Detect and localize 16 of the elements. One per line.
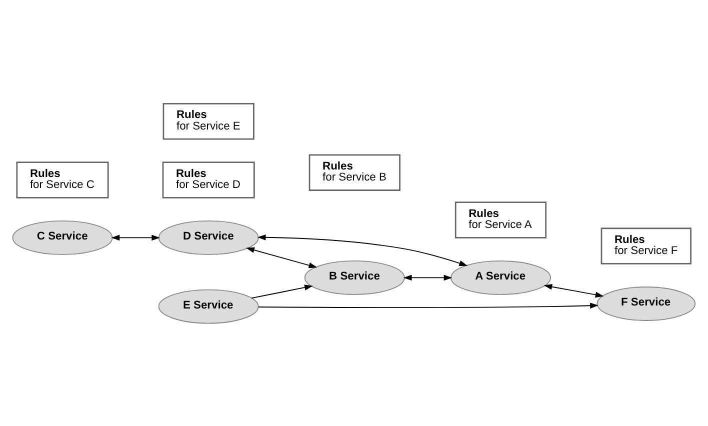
- arrow: [403, 274, 452, 280]
- node-box: Rules for Service A: [454, 201, 547, 238]
- node-ellipse: F Service: [596, 286, 696, 320]
- node-ellipse: C Service: [12, 220, 113, 254]
- node-box: Rules for Service B: [308, 154, 400, 190]
- arrow: [258, 302, 598, 308]
- node-box: Rules for Service C: [16, 161, 109, 198]
- arrow: [111, 234, 160, 240]
- node-ellipse: E Service: [158, 288, 259, 324]
- arrow: [544, 283, 604, 298]
- node-box: Rules for Service D: [162, 161, 255, 198]
- arrow: [251, 284, 313, 298]
- arrow: [246, 246, 318, 268]
- node-box: Rules for Service F: [600, 227, 692, 264]
- arrow: [257, 234, 468, 266]
- node-box: Rules for Service E: [162, 102, 254, 140]
